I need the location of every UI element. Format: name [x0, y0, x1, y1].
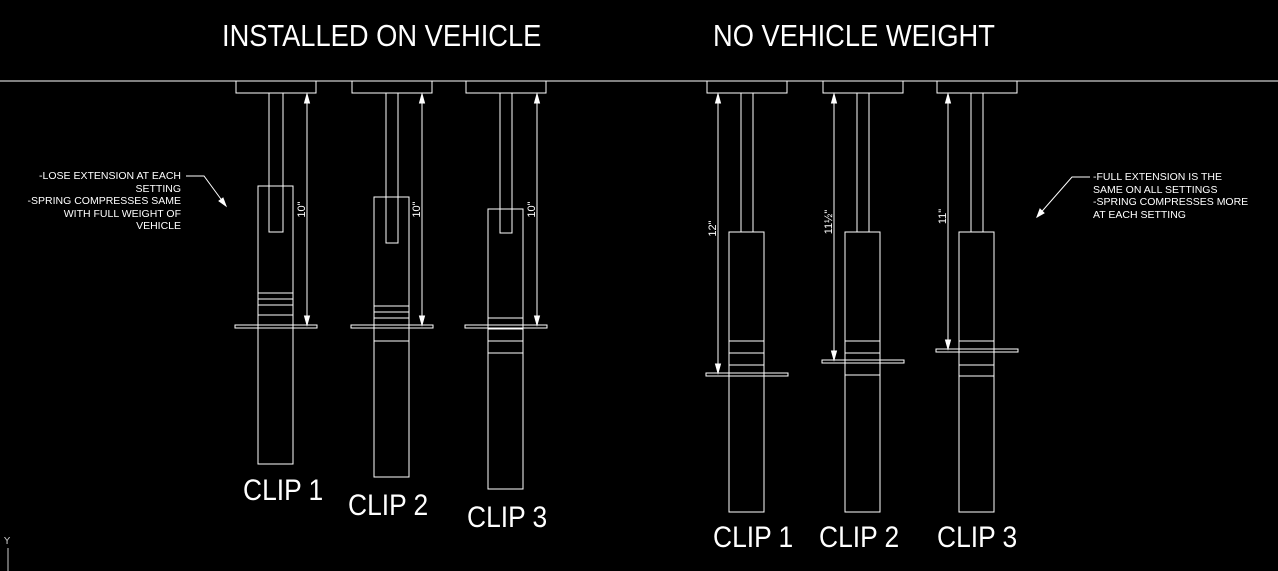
shock-body	[728, 231, 765, 513]
shock-rod	[856, 92, 870, 233]
shock-rod	[740, 92, 754, 233]
dimension-label: 12"	[707, 220, 719, 236]
dimension-arrow	[533, 92, 541, 104]
ucs-y-label: Y	[4, 536, 11, 547]
dimension-arrow	[830, 92, 838, 104]
dimension-label: 10"	[411, 201, 423, 217]
spring-plate	[234, 324, 318, 329]
dimension-arrow	[418, 315, 426, 327]
dimension-label: 11"	[937, 209, 949, 224]
dimension-arrow	[714, 92, 722, 104]
dimension-arrow	[533, 315, 541, 327]
top-mount	[936, 80, 1018, 94]
left-note-line: -LOSE EXTENSION AT EACH	[39, 170, 181, 182]
shock-rod	[385, 92, 399, 244]
right-note-line: AT EACH SETTING	[1093, 208, 1186, 221]
left-note-line: -SPRING COMPRESSES SAME	[27, 195, 181, 207]
left-note-line: VEHICLE	[136, 220, 181, 232]
spring-plate	[821, 359, 905, 364]
dimension-arrow	[944, 339, 952, 351]
dimension-arrow	[714, 363, 722, 375]
installed-clip-2-label: CLIP 2	[348, 489, 429, 522]
heading-installed-on-vehicle: INSTALLED ON VEHICLE	[222, 18, 542, 53]
spring-plate	[705, 372, 789, 377]
right-note-arrowhead	[1036, 208, 1045, 219]
dimension-label: 10"	[296, 201, 308, 217]
left-note-leader	[186, 175, 227, 207]
installed-clip-1-label: CLIP 1	[243, 474, 324, 507]
dimension-arrow	[303, 315, 311, 327]
right-note-line: -SPRING COMPRESSES MORE	[1093, 196, 1249, 208]
shock-body	[844, 231, 881, 513]
dimension-label: 10"	[526, 201, 538, 217]
left-note-line: WITH FULL WEIGHT OF	[63, 207, 181, 220]
top-mount	[465, 80, 547, 94]
no-weight-clip-3-label: CLIP 3	[937, 521, 1018, 554]
dimension-arrow	[303, 92, 311, 104]
dimension-arrow	[830, 350, 838, 362]
dimension-arrow	[944, 92, 952, 104]
shock-body	[373, 196, 410, 478]
shock-body	[958, 231, 995, 513]
dimension-arrow	[418, 92, 426, 104]
right-note: -FULL EXTENSION IS THE SAME ON ALL SETTI…	[1093, 171, 1248, 221]
spring-plate	[350, 324, 434, 329]
heading-no-vehicle-weight: NO VEHICLE WEIGHT	[713, 18, 995, 53]
top-mount	[706, 80, 788, 94]
right-note-line: SAME ON ALL SETTINGS	[1093, 183, 1218, 196]
right-note-line: -FULL EXTENSION IS THE	[1093, 171, 1222, 183]
left-note-line: SETTING	[135, 182, 181, 195]
top-mount	[351, 80, 433, 94]
shock-body	[487, 208, 524, 490]
installed-clip-3-label: CLIP 3	[467, 501, 548, 534]
top-mount	[235, 80, 317, 94]
shock-rod	[970, 92, 984, 233]
dimension-label: 11½"	[823, 210, 835, 235]
right-note-leader	[1036, 176, 1090, 218]
shock-rod	[499, 92, 513, 234]
top-mount	[822, 80, 904, 94]
spring-plate	[464, 324, 548, 329]
no-weight-clip-1-label: CLIP 1	[713, 521, 794, 554]
shock-rod	[268, 92, 284, 233]
left-note-arrowhead	[218, 197, 228, 208]
no-weight-clip-2-label: CLIP 2	[819, 521, 900, 554]
left-note: -LOSE EXTENSION AT EACH SETTING -SPRING …	[0, 170, 181, 233]
spring-plate	[935, 348, 1019, 353]
